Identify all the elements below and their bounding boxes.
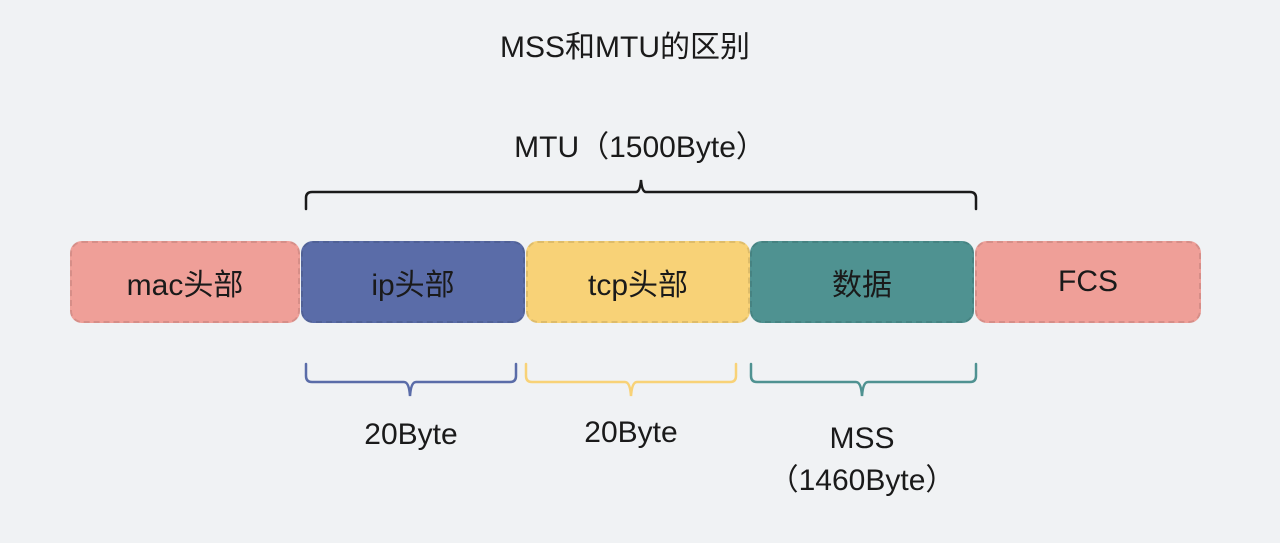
segment-data-label: 数据 bbox=[832, 269, 892, 302]
segment-mac-header: mac头部 bbox=[70, 241, 300, 323]
mtu-label: MTU（1500Byte） bbox=[514, 131, 766, 164]
segment-fcs: FCS bbox=[975, 241, 1201, 323]
ip-brace bbox=[304, 362, 518, 397]
mss-size-label: MSS （1460Byte） bbox=[748, 418, 976, 502]
segment-ip-header: ip头部 bbox=[301, 241, 525, 323]
mtu-brace bbox=[304, 179, 978, 211]
tcp-size-label: 20Byte bbox=[584, 416, 678, 449]
diagram-title: MSS和MTU的区别 bbox=[500, 31, 750, 64]
tcp-brace bbox=[524, 362, 738, 397]
segment-fcs-label: FCS bbox=[1058, 265, 1118, 298]
ip-size-label: 20Byte bbox=[364, 418, 458, 451]
segment-ip-header-label: ip头部 bbox=[371, 269, 455, 302]
mss-name: MSS bbox=[829, 422, 895, 455]
segment-mac-header-label: mac头部 bbox=[126, 269, 244, 302]
segment-data: 数据 bbox=[750, 241, 974, 323]
mss-value: （1460Byte） bbox=[768, 464, 956, 497]
mss-brace bbox=[749, 362, 978, 397]
segment-tcp-header: tcp头部 bbox=[526, 241, 750, 323]
segment-tcp-header-label: tcp头部 bbox=[587, 269, 689, 302]
